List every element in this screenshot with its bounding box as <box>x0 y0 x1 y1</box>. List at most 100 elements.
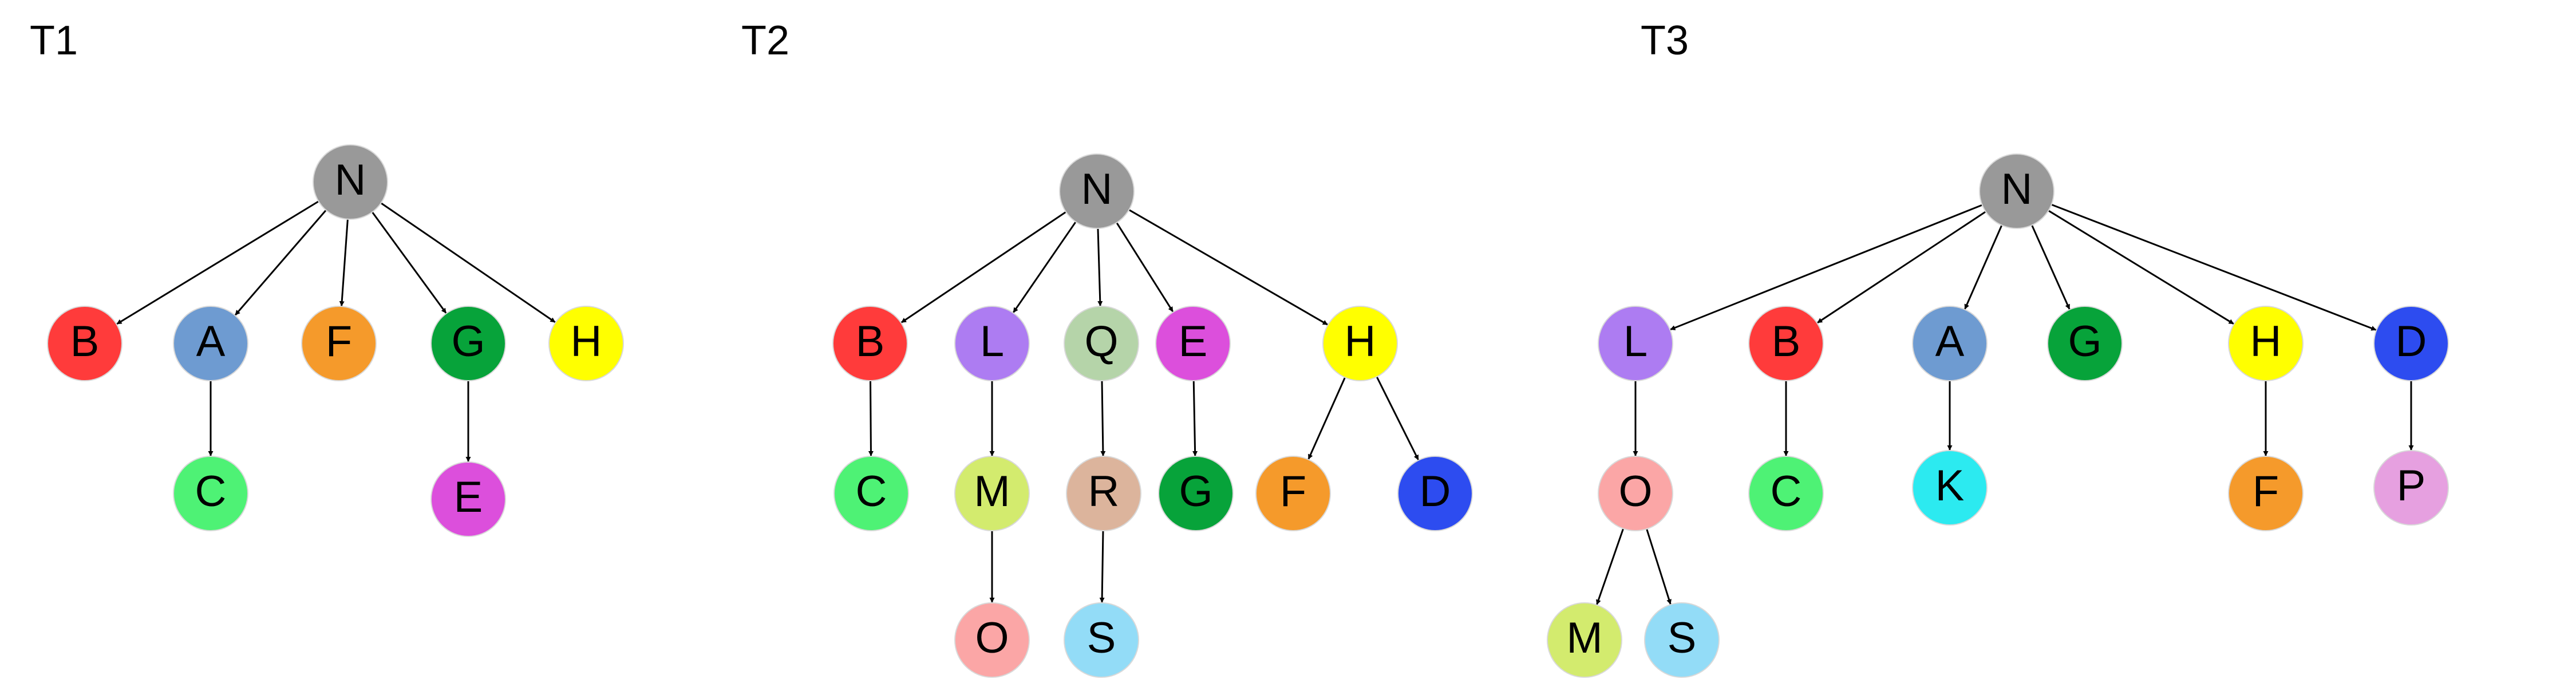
node-label: A <box>196 317 226 366</box>
node-circle <box>954 602 1030 678</box>
edge-t2-h-to-t2-f <box>1307 377 1346 460</box>
tree-title-t3: T3 <box>1641 18 1689 64</box>
node-circle <box>1644 602 1720 678</box>
node-t3-p: P <box>2373 450 2449 526</box>
node-t3-k: K <box>1912 450 1988 526</box>
node-label: E <box>1179 317 1208 366</box>
edge-t2-n-to-t2-l <box>1012 221 1077 314</box>
node-circle <box>548 306 624 381</box>
edge-t3-n-to-t3-g <box>2031 224 2071 310</box>
node-circle <box>1255 456 1331 531</box>
node-t2-s: S <box>1064 602 1139 678</box>
node-label: C <box>1771 467 1802 516</box>
node-t3-n: N <box>1979 153 2055 229</box>
node-t2-b: B <box>832 306 908 381</box>
node-label: M <box>974 467 1010 516</box>
node-label: B <box>1772 317 1801 366</box>
node-label: D <box>1420 467 1451 516</box>
node-circle <box>833 456 909 531</box>
node-t3-o: O <box>1598 456 1673 531</box>
edge-t2-n-to-t2-b <box>900 211 1066 324</box>
node-label: N <box>1081 165 1113 214</box>
node-circle <box>430 461 506 537</box>
node-label: L <box>980 317 1004 366</box>
edge-t2-h-to-t2-d <box>1376 376 1420 461</box>
edge-t3-n-to-t3-a <box>1963 224 2003 310</box>
node-circle <box>1748 456 1824 531</box>
node-circle <box>1397 456 1473 531</box>
node-t3-d: D <box>2373 306 2449 381</box>
node-label: C <box>856 467 887 516</box>
node-t3-c: C <box>1748 456 1824 531</box>
node-t3-l: L <box>1598 306 1673 381</box>
node-t2-o: O <box>954 602 1030 678</box>
node-t1-c: C <box>173 456 248 531</box>
node-t1-e: E <box>430 461 506 537</box>
edge-t3-n-to-t3-l <box>1669 204 1983 331</box>
node-label: O <box>975 614 1009 662</box>
node-t3-a: A <box>1912 306 1988 381</box>
node-circle <box>1158 456 1234 531</box>
edge-t1-n-to-t1-f <box>339 219 349 307</box>
node-circle <box>1748 306 1824 381</box>
node-circle <box>954 306 1030 381</box>
node-label: F <box>2253 467 2279 516</box>
node-t3-f: F <box>2228 456 2304 531</box>
node-label: H <box>571 317 602 366</box>
node-label: F <box>1280 467 1306 516</box>
node-t1-h: H <box>548 306 624 381</box>
node-t1-n: N <box>313 144 388 220</box>
node-circle <box>2228 306 2304 381</box>
node-circle <box>2373 306 2449 381</box>
edge-t1-n-to-t1-a <box>234 210 327 316</box>
node-t3-g: G <box>2047 306 2123 381</box>
node-circle <box>173 456 248 531</box>
node-circle <box>1979 153 2055 229</box>
node-circle <box>1066 456 1141 531</box>
edge-t2-n-to-t2-e <box>1116 222 1174 313</box>
node-circle <box>1064 306 1139 381</box>
edge-t2-n-to-t2-h <box>1128 209 1329 326</box>
node-label: B <box>856 317 885 366</box>
node-circle <box>1064 602 1139 678</box>
node-label: E <box>454 473 483 522</box>
node-circle <box>47 306 123 381</box>
edge-t3-n-to-t3-h <box>2048 210 2235 325</box>
edge-t2-q-to-t2-r <box>1100 380 1106 457</box>
node-label: S <box>1087 614 1116 662</box>
node-circle <box>2228 456 2304 531</box>
node-t1-a: A <box>173 306 248 381</box>
node-t2-g: G <box>1158 456 1234 531</box>
node-t2-h: H <box>1322 306 1398 381</box>
node-label: D <box>2396 317 2427 366</box>
node-circle <box>313 144 388 220</box>
node-label: G <box>2068 317 2101 366</box>
node-t3-b: B <box>1748 306 1824 381</box>
node-circle <box>1912 306 1988 381</box>
edge-t2-b-to-t2-c <box>868 380 874 457</box>
node-t2-q: Q <box>1064 306 1139 381</box>
node-label: F <box>326 317 352 366</box>
node-label: O <box>1618 467 1652 516</box>
node-label: C <box>195 467 227 516</box>
edge-t1-n-to-t1-b <box>116 200 319 325</box>
edge-t3-o-to-t3-m <box>1595 528 1625 606</box>
edge-t2-r-to-t2-s <box>1099 530 1105 603</box>
edge-t3-o-to-t3-s <box>1646 528 1672 605</box>
node-t3-s: S <box>1644 602 1720 678</box>
node-t3-m: M <box>1547 602 1622 678</box>
node-label: P <box>2397 461 2426 510</box>
node-circle <box>430 306 506 381</box>
node-label: N <box>2001 165 2033 214</box>
tree-title-t2: T2 <box>741 18 789 64</box>
node-circle <box>1598 306 1673 381</box>
node-label: G <box>1179 467 1212 516</box>
edge-t1-n-to-t1-g <box>372 211 447 314</box>
node-t3-h: H <box>2228 306 2304 381</box>
edge-t3-n-to-t3-d <box>2051 204 2377 331</box>
node-circle <box>173 306 248 381</box>
node-circle <box>832 306 908 381</box>
node-label: Q <box>1084 317 1118 366</box>
node-t1-f: F <box>301 306 377 381</box>
